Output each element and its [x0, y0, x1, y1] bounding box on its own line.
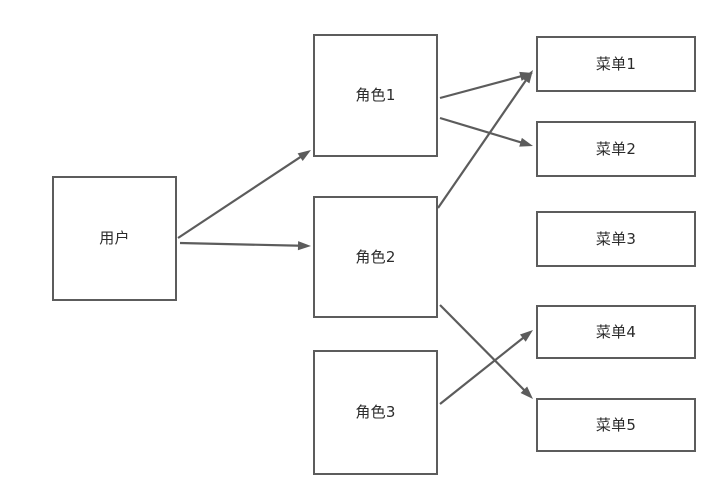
node-role2[interactable]: 角色2 — [313, 196, 438, 318]
edge-line — [439, 334, 527, 405]
node-label-menu2: 菜单2 — [595, 139, 637, 158]
edge-line — [177, 154, 304, 239]
node-user[interactable]: 用户 — [52, 176, 177, 301]
edge-arrowhead — [519, 330, 533, 342]
edge-arrowhead — [521, 70, 533, 84]
edge-arrowhead — [297, 150, 311, 162]
node-menu2[interactable]: 菜单2 — [536, 121, 696, 177]
edge-user-role1 — [177, 150, 311, 239]
edge-line — [179, 241, 302, 247]
edge-role1-menu2 — [439, 116, 533, 147]
node-menu4[interactable]: 菜单4 — [536, 305, 696, 359]
node-role3[interactable]: 角色3 — [313, 350, 438, 475]
edge-arrowhead — [519, 137, 533, 147]
node-label-role3: 角色3 — [355, 403, 396, 421]
node-menu5[interactable]: 菜单5 — [536, 398, 696, 452]
edge-line — [437, 77, 529, 209]
edge-arrowhead — [520, 386, 533, 399]
node-role1[interactable]: 角色1 — [313, 34, 438, 157]
node-menu3[interactable]: 菜单3 — [536, 211, 696, 267]
edge-role2-menu1 — [437, 70, 533, 209]
edge-user-role2 — [179, 241, 311, 251]
node-label-menu1: 菜单1 — [595, 54, 637, 73]
edge-role1-menu1 — [439, 71, 533, 100]
node-label-role2: 角色2 — [355, 247, 396, 266]
node-label-menu5: 菜单5 — [595, 415, 637, 434]
node-label-menu4: 菜单4 — [595, 322, 637, 341]
node-menu1[interactable]: 菜单1 — [536, 36, 696, 92]
edge-role3-menu4 — [439, 330, 533, 405]
node-label-user: 用户 — [99, 229, 130, 247]
edge-line — [439, 74, 525, 100]
node-label-menu3: 菜单3 — [595, 229, 637, 248]
node-label-role1: 角色1 — [355, 86, 396, 104]
edge-arrowhead — [297, 241, 311, 251]
edge-role2-menu5 — [439, 304, 533, 399]
edge-line — [439, 116, 525, 145]
edge-line — [439, 304, 528, 394]
